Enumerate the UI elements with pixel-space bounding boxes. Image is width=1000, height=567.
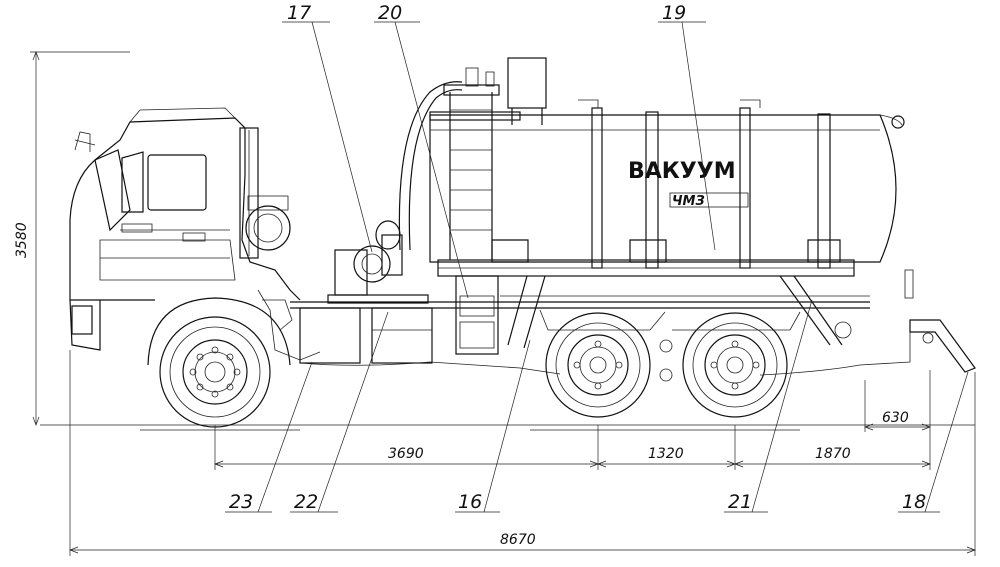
callout-23: 23 <box>229 491 253 513</box>
front-wheel <box>147 297 291 428</box>
manufacturer-logo: ЧМЗ <box>672 194 705 209</box>
cab-equipment <box>245 195 321 361</box>
rear-wheel-1 <box>545 312 651 418</box>
callout-22: 22 <box>294 491 318 513</box>
callout-17: 17 <box>287 2 311 24</box>
dim-height: 3580 <box>14 222 30 258</box>
truck-cab <box>69 107 301 351</box>
vacuum-pump <box>327 220 429 304</box>
callout-20: 20 <box>378 2 402 24</box>
dim-wheelbase-rear: 1320 <box>648 446 684 462</box>
rear-wheel-2 <box>682 312 788 418</box>
dim-rear-overhang: 1870 <box>815 446 851 462</box>
callout-21: 21 <box>728 491 752 513</box>
ladder <box>443 57 547 260</box>
dim-wheelbase-front: 3690 <box>388 446 424 462</box>
callout-18: 18 <box>902 491 926 513</box>
dimension-lines <box>30 51 976 556</box>
tank-label: ВАКУУМ <box>628 159 736 184</box>
valve-box <box>455 275 843 355</box>
dim-hitch: 630 <box>882 410 909 426</box>
tank: ВАКУУМ ЧМЗ <box>429 99 905 277</box>
callout-16: 16 <box>458 491 482 513</box>
dim-total-length: 8670 <box>500 532 536 548</box>
suction-hose <box>398 81 463 251</box>
callout-19: 19 <box>662 2 686 24</box>
rear-hitch <box>904 269 976 373</box>
callout-leaders <box>225 21 969 513</box>
